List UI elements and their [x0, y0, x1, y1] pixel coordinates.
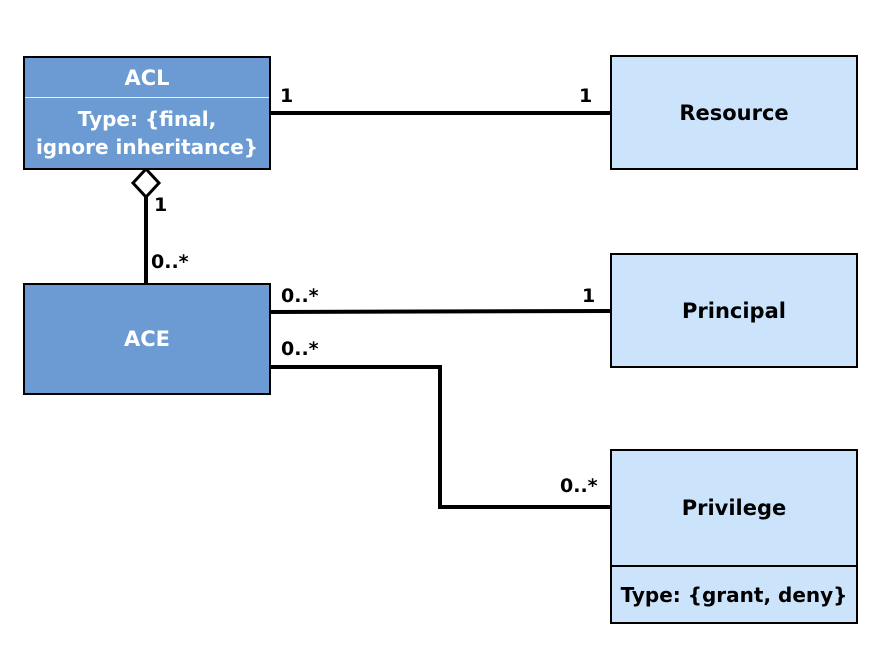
- class-privilege-header: Privilege: [612, 451, 856, 565]
- multiplicity-acl-ace-part: 0..*: [151, 251, 189, 273]
- class-resource-title: Resource: [679, 100, 789, 125]
- multiplicity-acl-resource-target: 1: [579, 85, 593, 107]
- class-box-privilege: Privilege Type: {grant, deny}: [610, 449, 858, 624]
- multiplicity-acl-resource-source: 1: [280, 85, 294, 107]
- multiplicity-ace-principal-source: 0..*: [281, 285, 319, 307]
- class-box-ace: ACE: [23, 283, 271, 395]
- multiplicity-acl-ace-whole: 1: [154, 194, 168, 216]
- class-acl-attributes: Type: {final, ignore inheritance}: [25, 98, 269, 168]
- class-privilege-attributes: Type: {grant, deny}: [612, 565, 856, 622]
- aggregation-diamond: [130, 166, 162, 200]
- class-acl-header: ACL: [25, 58, 269, 98]
- multiplicity-ace-principal-target: 1: [582, 285, 596, 307]
- class-privilege-attribute: Type: {grant, deny}: [620, 582, 848, 607]
- class-box-acl: ACL Type: {final, ignore inheritance}: [23, 56, 271, 170]
- class-acl-title: ACL: [124, 65, 170, 90]
- connector-ace-principal: [270, 309, 611, 314]
- class-box-resource: Resource: [610, 55, 858, 170]
- class-acl-attribute-line2: ignore inheritance}: [35, 135, 259, 159]
- class-acl-attribute-line1: Type: {final,: [77, 107, 217, 131]
- class-box-principal: Principal: [610, 253, 858, 368]
- class-privilege-title: Privilege: [681, 496, 787, 520]
- class-ace-title: ACE: [123, 327, 170, 351]
- multiplicity-ace-privilege-target: 0..*: [560, 475, 598, 497]
- class-principal-title: Principal: [682, 298, 786, 323]
- multiplicity-ace-privilege-source: 0..*: [281, 338, 319, 360]
